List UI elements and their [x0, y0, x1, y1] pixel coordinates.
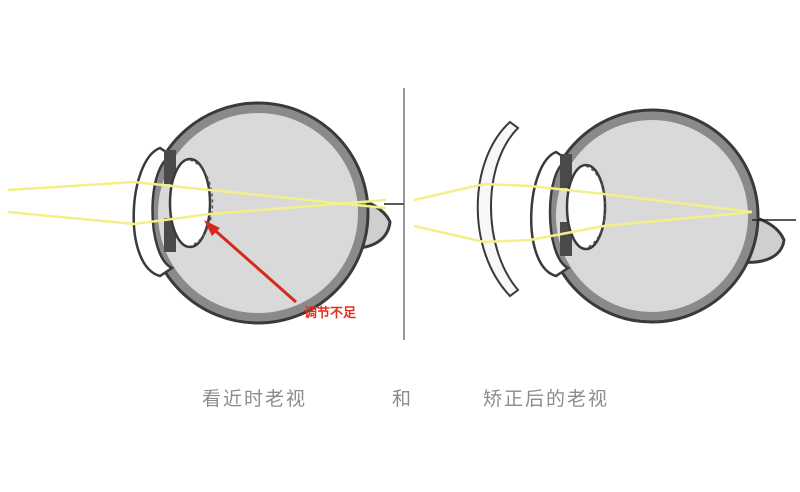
right-ray-lower	[413, 210, 753, 244]
left-eyeball-inner	[158, 113, 358, 313]
annotation-arrow	[204, 220, 297, 304]
right-lens-accommodated-outline	[585, 165, 607, 249]
left-light-rays	[7, 180, 387, 226]
right-ray-upper	[413, 182, 753, 214]
left-iris-top	[164, 150, 176, 184]
corrective-lens	[476, 120, 520, 298]
left-lens	[168, 157, 212, 249]
right-light-rays	[413, 182, 753, 244]
left-eye	[132, 101, 392, 325]
caption-and: 和	[392, 388, 414, 410]
right-eyeball-inner	[556, 120, 748, 312]
right-iris-top	[560, 154, 572, 188]
left-lens-accommodated-outline	[189, 159, 214, 247]
caption-corrected-presbyopia: 矫正后的老视	[483, 388, 610, 410]
left-ray-upper	[7, 180, 387, 210]
accommodation-insufficient-label: 调节不足	[304, 306, 357, 321]
left-ray-lower	[7, 198, 387, 226]
caption-near-presbyopia: 看近时老视	[202, 388, 308, 410]
right-cornea	[530, 150, 571, 278]
right-eye	[530, 108, 786, 324]
